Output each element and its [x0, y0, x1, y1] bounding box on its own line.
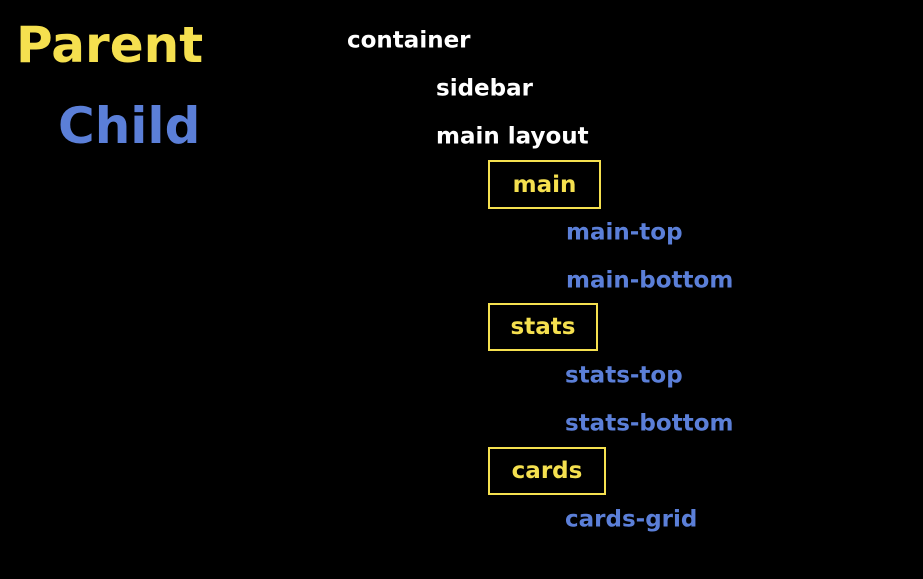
parent-box-stats: stats: [488, 303, 598, 351]
node-container: container: [347, 27, 471, 54]
node-main-layout: main layout: [436, 123, 589, 150]
node-sidebar: sidebar: [436, 75, 533, 102]
child-cards-grid: cards-grid: [565, 506, 698, 533]
child-stats-bottom: stats-bottom: [565, 410, 734, 437]
child-main-top: main-top: [566, 219, 683, 246]
child-main-bottom: main-bottom: [566, 267, 734, 294]
parent-box-main: main: [488, 160, 601, 209]
legend-child: Child: [58, 97, 201, 155]
child-stats-top: stats-top: [565, 362, 683, 389]
parent-box-cards: cards: [488, 447, 606, 495]
legend-parent: Parent: [16, 16, 204, 74]
